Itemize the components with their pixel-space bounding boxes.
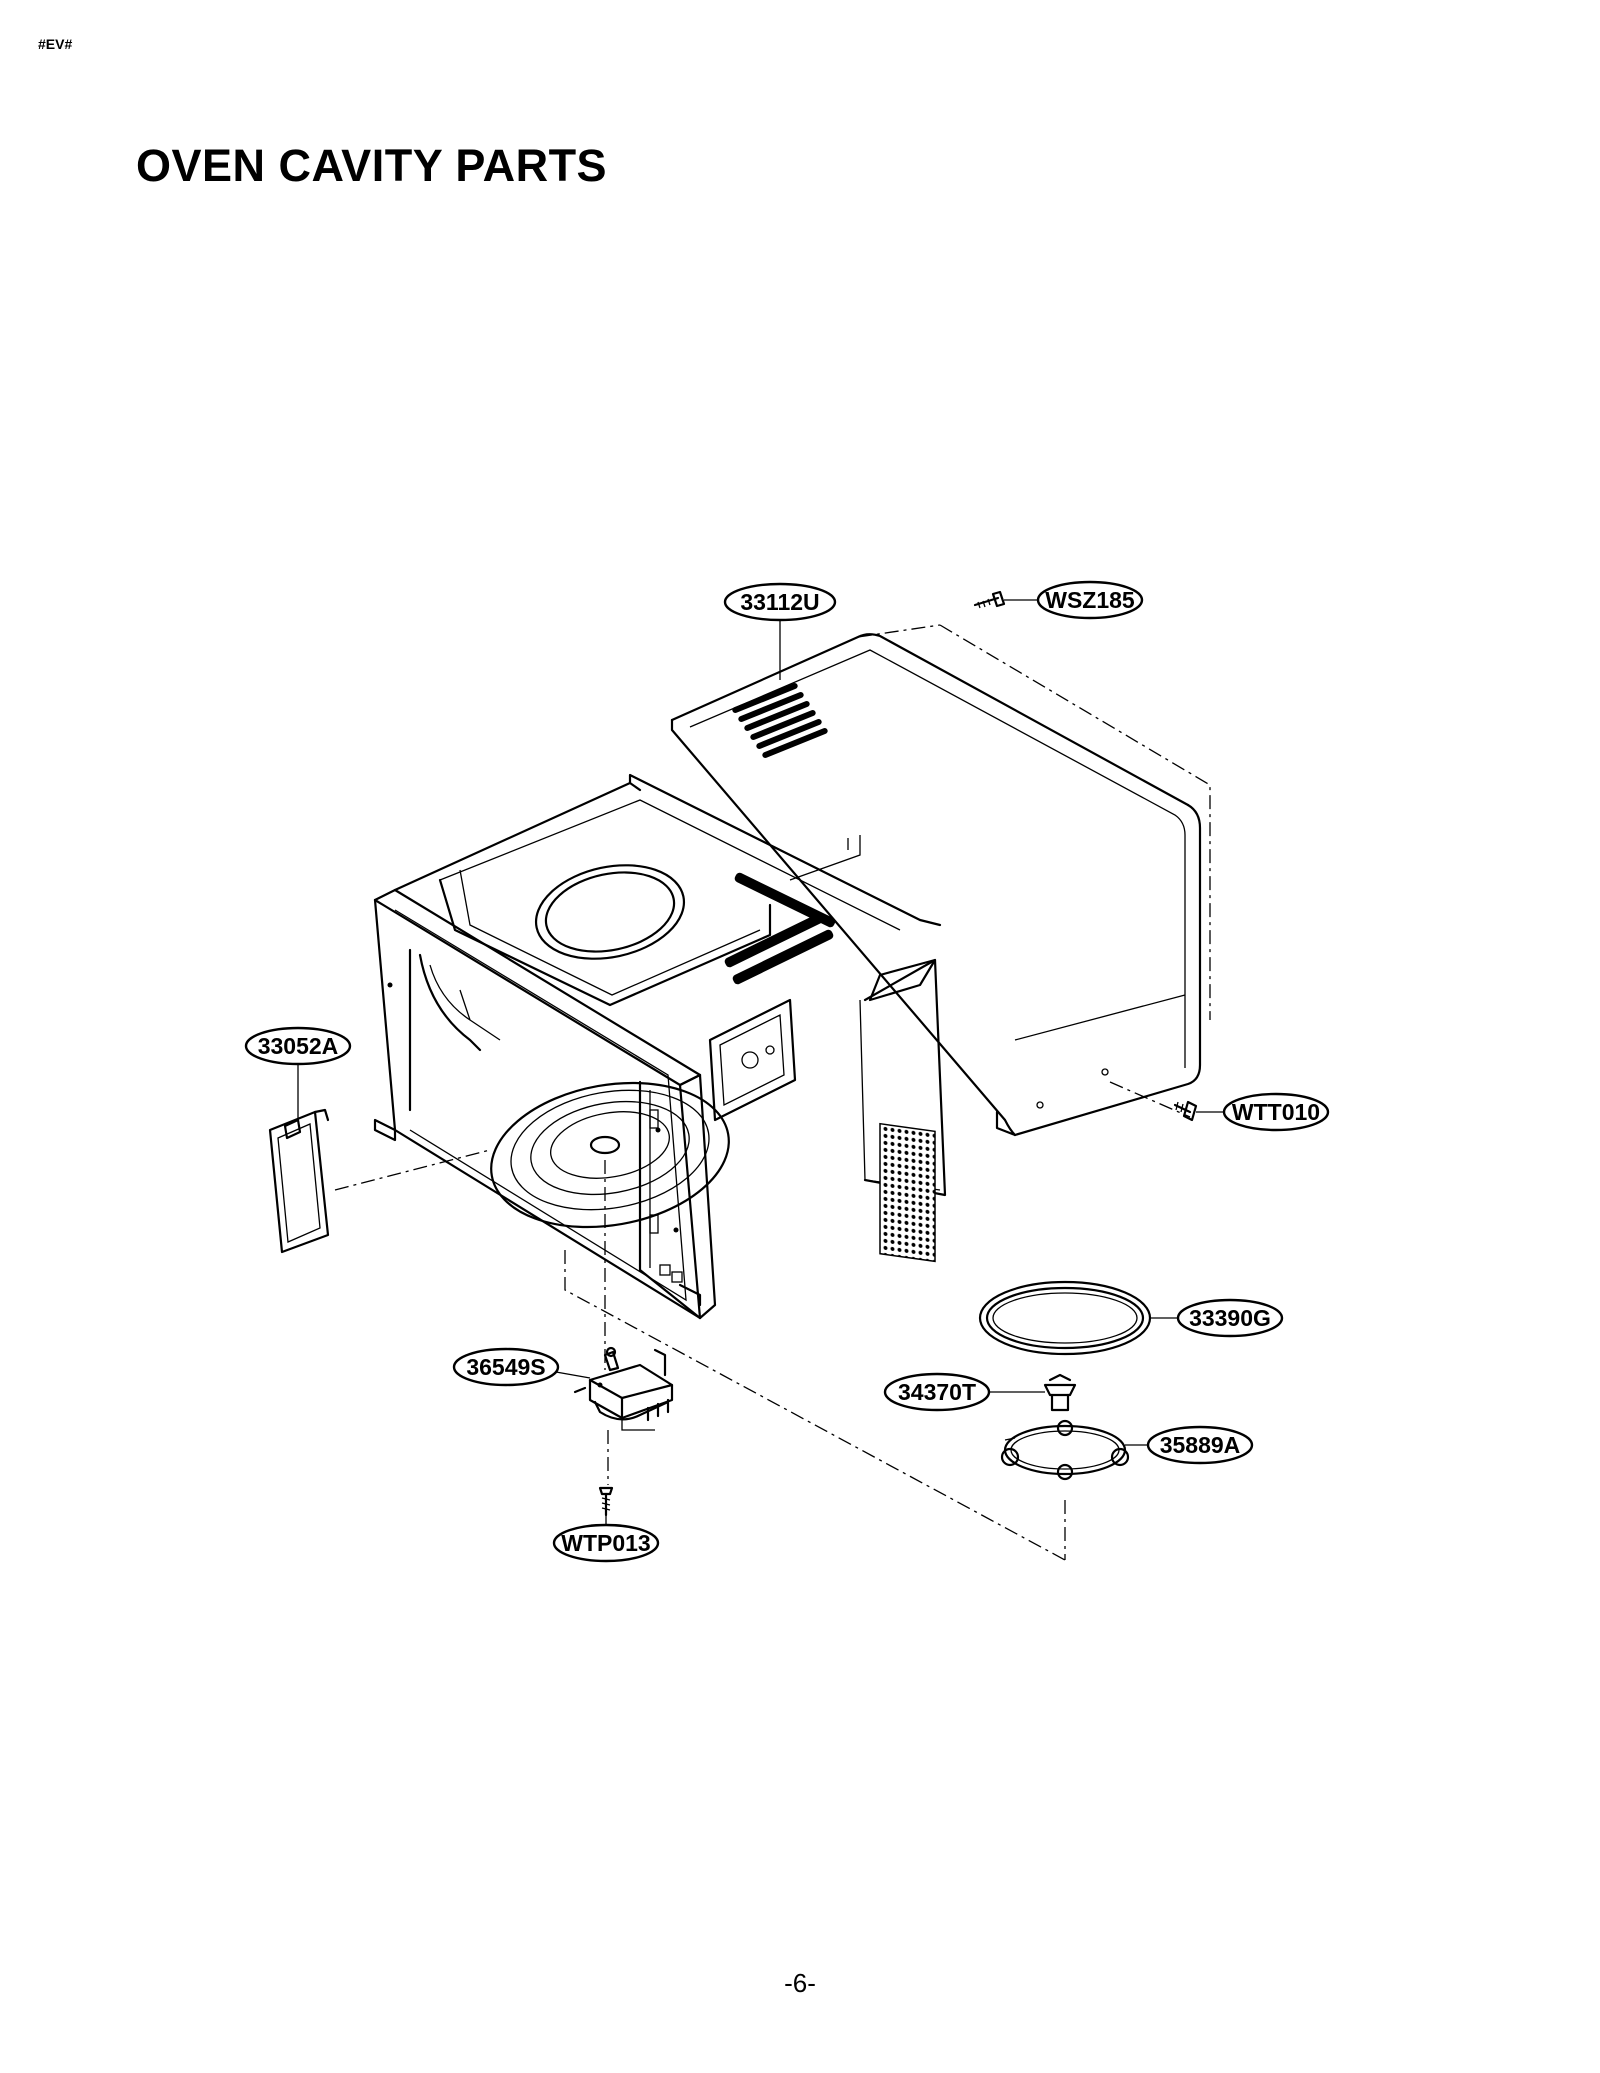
- callout-label: 33390G: [1189, 1305, 1271, 1331]
- callout-WTT010: WTT010: [1222, 1092, 1330, 1132]
- callout-34370T: 34370T: [883, 1372, 991, 1412]
- callout-33390G: 33390G: [1176, 1298, 1284, 1338]
- cabinet-outer-case: [670, 633, 1202, 1137]
- callout-label: 33052A: [258, 1033, 339, 1059]
- cavity-vent-mesh: [879, 1122, 936, 1263]
- motor-screw-part: [598, 1486, 614, 1517]
- callout-label: WSZ185: [1045, 587, 1135, 613]
- callout-35889A: 35889A: [1146, 1425, 1254, 1465]
- callout-33052A: 33052A: [244, 1026, 352, 1066]
- callout-label: WTP013: [561, 1530, 650, 1556]
- callout-label: 35889A: [1160, 1432, 1241, 1458]
- page-title: OVEN CAVITY PARTS: [136, 140, 608, 191]
- callout-label: 33112U: [740, 589, 819, 615]
- header-code: #EV#: [38, 36, 73, 52]
- roller-guide-part: [1000, 1419, 1130, 1481]
- callout-label: 36549S: [466, 1354, 545, 1380]
- cabinet-vents: [732, 683, 828, 758]
- turntable-motor-part: [573, 1346, 674, 1422]
- callout-WSZ185: WSZ185: [1036, 580, 1144, 620]
- oven-cavity-frame: [373, 773, 947, 1320]
- coupler-part: [1043, 1373, 1077, 1412]
- callout-33112U: 33112U: [723, 582, 837, 622]
- cover-plate-part: [268, 1108, 330, 1254]
- callout-36549S: 36549S: [452, 1347, 560, 1387]
- glass-tray-part: [978, 1280, 1152, 1356]
- callout-label: 34370T: [898, 1379, 976, 1405]
- page-number: -6-: [784, 1968, 816, 1998]
- callout-label: WTT010: [1232, 1099, 1320, 1125]
- rear-screw-part: [1173, 1100, 1198, 1122]
- cavity-vent-slots: [724, 872, 836, 985]
- top-screw-part: [973, 590, 1006, 609]
- callout-WTP013: WTP013: [552, 1523, 660, 1563]
